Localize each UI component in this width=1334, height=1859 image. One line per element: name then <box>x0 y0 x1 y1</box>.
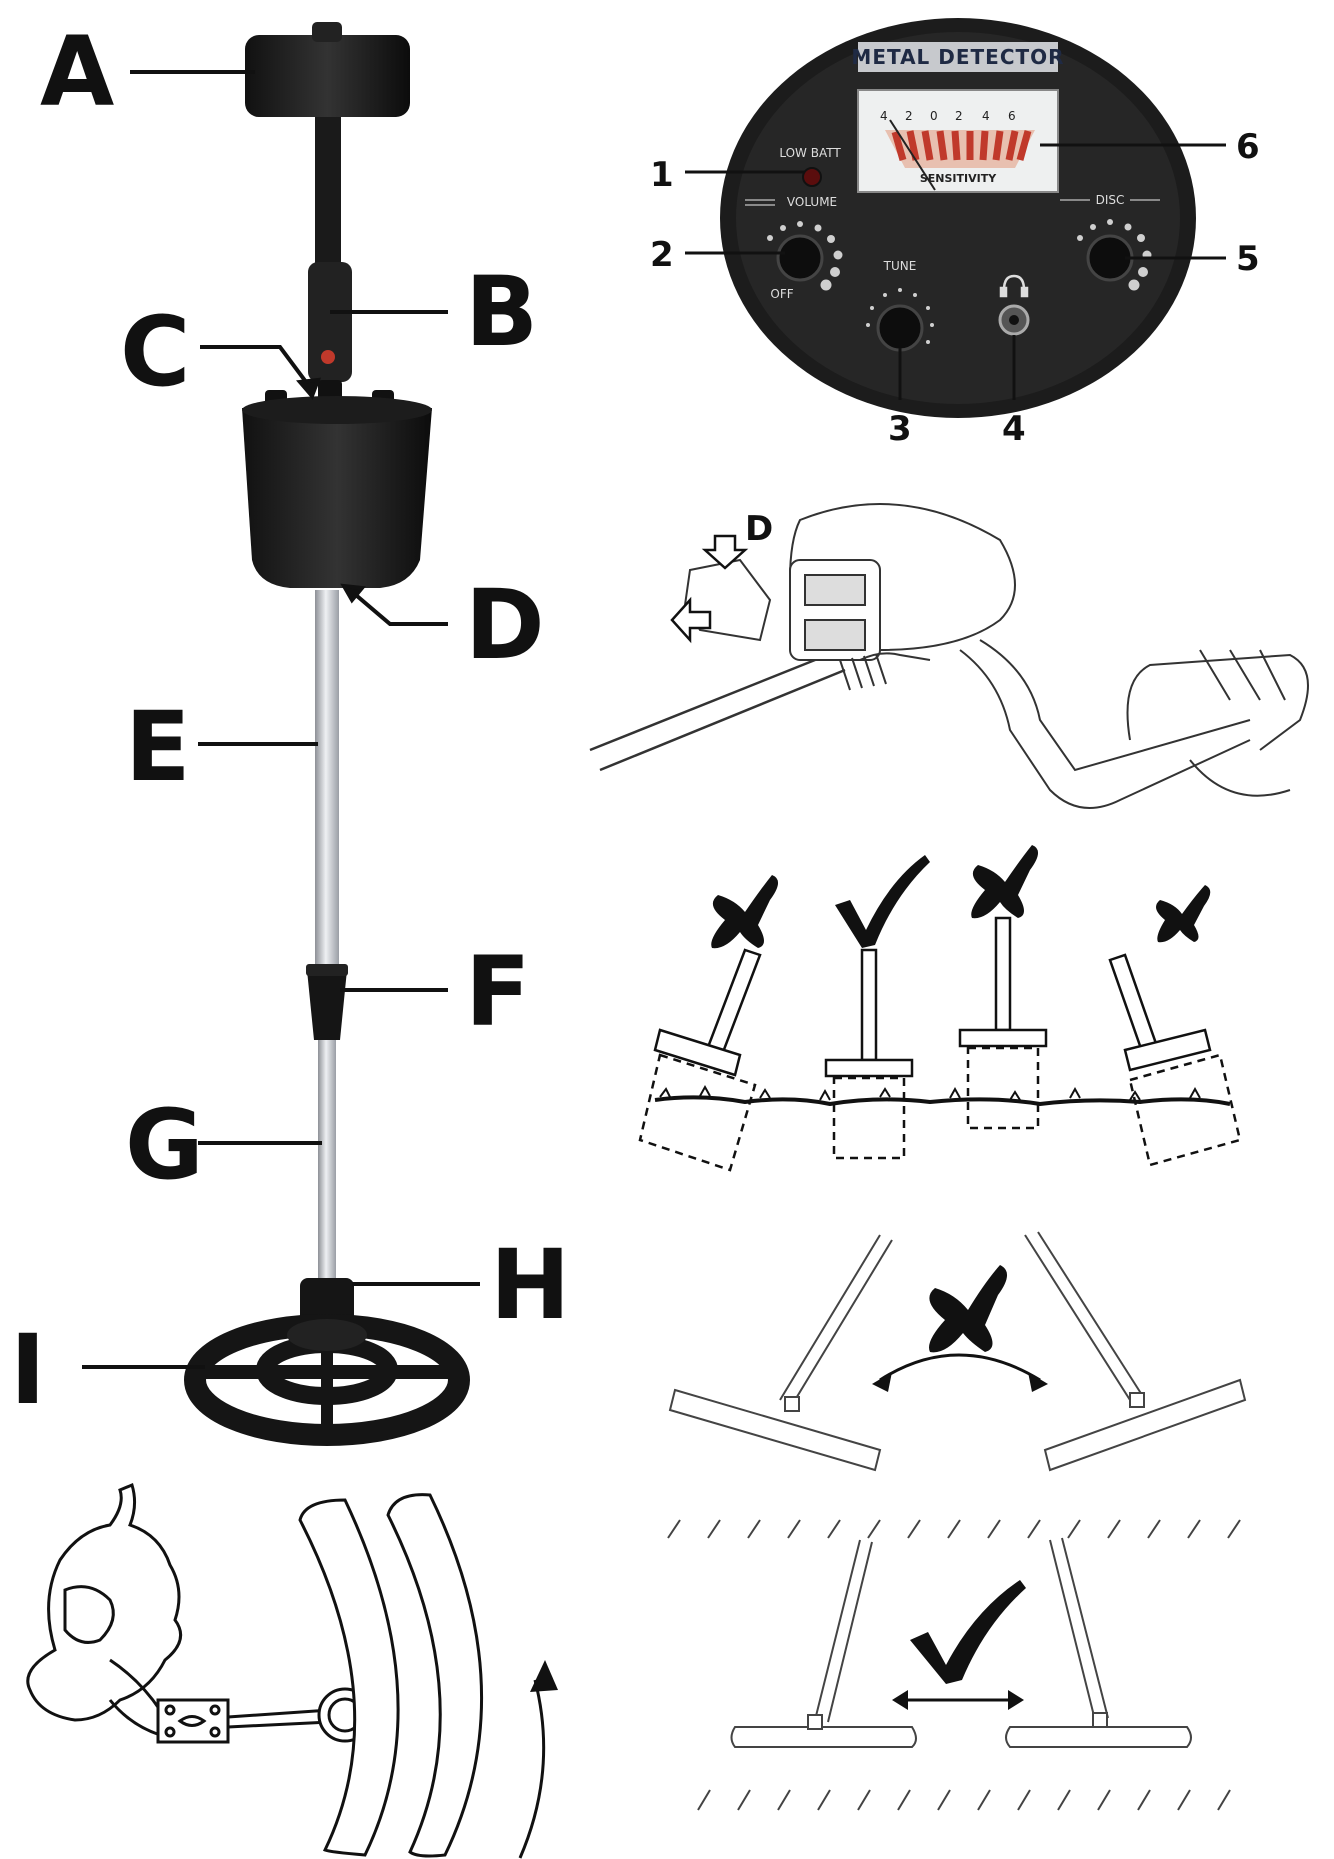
callout-1: 1 <box>650 155 674 195</box>
callout-3: 3 <box>888 409 912 449</box>
swing-arc-diagram-incorrect <box>667 1231 1247 1539</box>
callout-6: 6 <box>1236 127 1260 167</box>
panel-leader-lines <box>685 143 1226 400</box>
sweep-pattern-diagram <box>26 1482 546 1859</box>
disc-label: DISC <box>1096 193 1125 207</box>
label-D: D <box>465 569 545 681</box>
battery-compartment-illustration <box>589 503 1309 809</box>
svg-text:6: 6 <box>1008 109 1016 123</box>
part-leader-lines <box>82 70 480 1369</box>
arrow-icon <box>530 1660 558 1692</box>
upper-shaft <box>315 117 341 267</box>
volume-off-label: OFF <box>770 287 793 301</box>
svg-text:4: 4 <box>880 109 888 123</box>
tune-label: TUNE <box>883 259 917 273</box>
battery-cover-label: D <box>745 509 773 549</box>
operator-figure <box>26 1482 183 1722</box>
arrow-icon <box>872 1372 1048 1392</box>
coil-angle-diagram <box>638 916 1242 1172</box>
search-coil <box>184 1314 470 1446</box>
meter-scale: 4 2 0 2 4 6 <box>880 109 1016 123</box>
label-G: G <box>125 1089 204 1201</box>
detector-illustration <box>184 22 470 1446</box>
volume-label: VOLUME <box>787 195 837 209</box>
control-panel: METAL DETECTOR 4 2 0 2 4 6 SENSITIVITY L… <box>720 18 1196 418</box>
armrest <box>245 35 410 117</box>
svg-text:2: 2 <box>905 109 913 123</box>
handle-grip <box>308 262 352 382</box>
panel-title: METAL DETECTOR <box>851 45 1064 69</box>
low-batt-led <box>802 167 822 187</box>
volume-knob[interactable] <box>776 234 824 282</box>
lower-shaft-upper <box>315 590 339 1010</box>
arrow-icon <box>892 1690 1024 1710</box>
tune-knob[interactable] <box>876 304 924 352</box>
meter-bars <box>885 130 1035 168</box>
x-mark-icon <box>929 1265 1008 1353</box>
x-mark-icon <box>711 875 779 949</box>
coil-too-high <box>958 916 1048 1130</box>
meter-word: SENSITIVITY <box>920 172 997 185</box>
twist-lock <box>307 970 347 1040</box>
x-mark-icon <box>1156 885 1211 943</box>
check-mark-icon <box>910 1580 1026 1684</box>
coil-tilted-left <box>638 948 762 1172</box>
callout-2: 2 <box>650 235 674 275</box>
label-E: E <box>125 691 191 803</box>
x-mark-icon <box>971 845 1039 919</box>
label-C: C <box>120 296 190 408</box>
coil-level-correct <box>824 948 914 1160</box>
label-B: B <box>465 256 538 368</box>
arrow-icon <box>670 534 749 644</box>
label-F: F <box>465 936 531 1048</box>
headphone-icon <box>999 274 1029 298</box>
meter-needle <box>889 119 936 191</box>
callout-5: 5 <box>1236 239 1260 279</box>
svg-text:4: 4 <box>982 109 990 123</box>
svg-text:0: 0 <box>930 109 938 123</box>
check-mark-icon <box>835 855 930 948</box>
swing-flat-diagram-correct <box>697 1537 1231 1811</box>
label-I: I <box>10 1314 46 1426</box>
coil-tilted-right <box>1108 953 1242 1167</box>
callout-4: 4 <box>1002 409 1026 449</box>
control-box <box>242 408 432 588</box>
label-H: H <box>490 1229 570 1341</box>
svg-text:2: 2 <box>955 109 963 123</box>
label-A: A <box>40 16 114 128</box>
lower-shaft <box>318 1040 336 1290</box>
power-indicator <box>321 350 335 364</box>
volume-dots <box>767 221 843 291</box>
tune-dots <box>866 288 934 344</box>
low-batt-label: LOW BATT <box>779 146 841 160</box>
